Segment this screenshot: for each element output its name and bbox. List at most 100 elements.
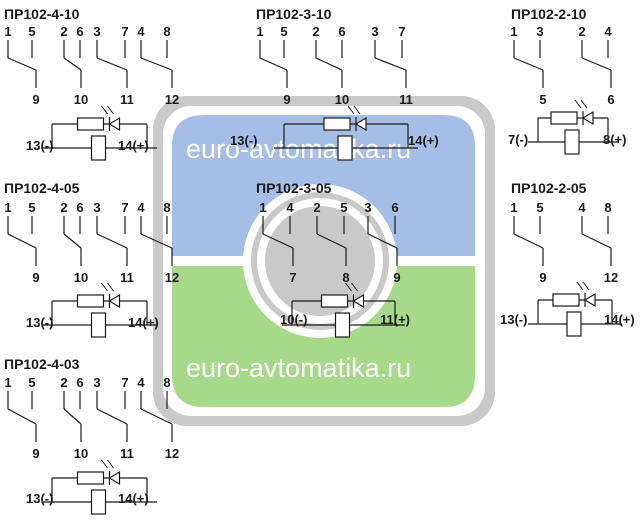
- coil-symbol: [90, 135, 107, 161]
- coil-symbol: [564, 129, 580, 155]
- contact-blade: [140, 233, 173, 249]
- pin-label: 3: [364, 200, 371, 215]
- coil-block: [274, 105, 418, 161]
- led-ray: [101, 459, 108, 469]
- pin-label: 2: [313, 200, 320, 215]
- terminal-minus-label: 10(-): [280, 312, 307, 327]
- coil-symbol: [90, 489, 107, 515]
- pin-label: 1: [4, 200, 11, 215]
- terminal-minus-label: 13(-): [26, 315, 53, 330]
- pin-label: 5: [536, 200, 543, 215]
- led-ray: [107, 459, 114, 469]
- pin-label: 1: [510, 24, 517, 39]
- led-icon: [354, 116, 367, 132]
- coil-block: [528, 99, 618, 155]
- watermark-text-bottom: euro-avtomatika.ru: [186, 353, 411, 383]
- common-label: 12: [604, 270, 618, 285]
- led-ray: [347, 105, 355, 115]
- terminal-plus-label: 11(+): [380, 312, 410, 327]
- common-label: 9: [32, 446, 39, 461]
- led-icon: [108, 293, 121, 309]
- pin-label: 6: [76, 375, 83, 390]
- common-label: 11: [120, 446, 134, 461]
- coil-block: [528, 281, 622, 337]
- coil-symbol: [566, 311, 582, 337]
- pin-label: 3: [93, 375, 100, 390]
- contact-blade: [96, 57, 128, 71]
- pin-label: 5: [280, 24, 287, 39]
- led-ray: [345, 282, 352, 292]
- led-ray: [576, 281, 584, 291]
- pin-label: 8: [604, 200, 611, 215]
- pin-label: 4: [604, 24, 612, 39]
- pin-label: 7: [398, 24, 405, 39]
- common-label: 11: [399, 92, 413, 107]
- contact-blade: [316, 233, 347, 249]
- resistor-symbol: [320, 294, 349, 308]
- coil-block: [42, 459, 157, 515]
- resistor-symbol: [76, 294, 105, 308]
- pin-label: 2: [312, 24, 319, 39]
- pin-label: 2: [60, 375, 67, 390]
- contact-blade: [367, 233, 398, 249]
- diagram-title: ПР102-4-05: [4, 180, 80, 196]
- pin-label: 8: [163, 24, 170, 39]
- diagram-title: ПР102-3-10: [256, 6, 332, 22]
- common-label: 11: [120, 270, 134, 285]
- pin-label: 3: [536, 24, 543, 39]
- common-label: 12: [165, 92, 179, 107]
- terminal-minus-label: 7(-): [508, 132, 528, 147]
- contact-blade: [259, 57, 288, 71]
- contact-blade: [7, 408, 37, 425]
- resistor-symbol: [76, 117, 105, 131]
- pin-label: 6: [76, 200, 83, 215]
- contact-blade: [513, 233, 544, 249]
- common-label: 9: [283, 92, 290, 107]
- pin-label: 5: [28, 24, 35, 39]
- common-label: 9: [32, 92, 39, 107]
- contact-blade: [315, 57, 343, 71]
- diagram-title: ПР102-2-10: [511, 6, 587, 22]
- pin-label: 6: [391, 200, 398, 215]
- contact-blade: [7, 57, 37, 71]
- diagram-title: ПР102-4-10: [4, 6, 80, 22]
- common-label: 12: [165, 446, 179, 461]
- contact-blade: [96, 233, 128, 249]
- led-icon: [583, 292, 596, 308]
- contact-blade: [7, 233, 37, 249]
- common-label: 9: [393, 270, 400, 285]
- watermark-text-top: euro-avtomatika.ru: [186, 134, 411, 164]
- coil-block: [42, 282, 157, 338]
- diagram-title: ПР102-3-05: [256, 180, 332, 196]
- pin-label: 6: [338, 24, 345, 39]
- contact-blade: [140, 408, 173, 425]
- terminal-minus-label: 13(-): [500, 312, 527, 327]
- pin-label: 4: [137, 24, 145, 39]
- resistor-symbol: [323, 117, 351, 131]
- pin-label: 3: [93, 200, 100, 215]
- pin-label: 7: [121, 375, 128, 390]
- common-label: 12: [165, 270, 179, 285]
- pin-label: 6: [76, 24, 83, 39]
- contact-blade: [581, 233, 612, 249]
- resistor-symbol: [76, 471, 105, 485]
- pin-label: 4: [137, 375, 145, 390]
- pin-label: 1: [259, 200, 266, 215]
- contact-blade: [513, 57, 544, 71]
- led-ray: [351, 282, 358, 292]
- led-ray: [574, 99, 582, 109]
- terminal-plus-label: 8(+): [603, 132, 626, 147]
- common-label: 8: [342, 270, 349, 285]
- pin-label: 1: [510, 200, 517, 215]
- common-label: 7: [289, 270, 296, 285]
- pin-label: 7: [121, 24, 128, 39]
- pin-label: 7: [121, 200, 128, 215]
- pin-label: 5: [340, 200, 347, 215]
- led-icon: [108, 116, 121, 132]
